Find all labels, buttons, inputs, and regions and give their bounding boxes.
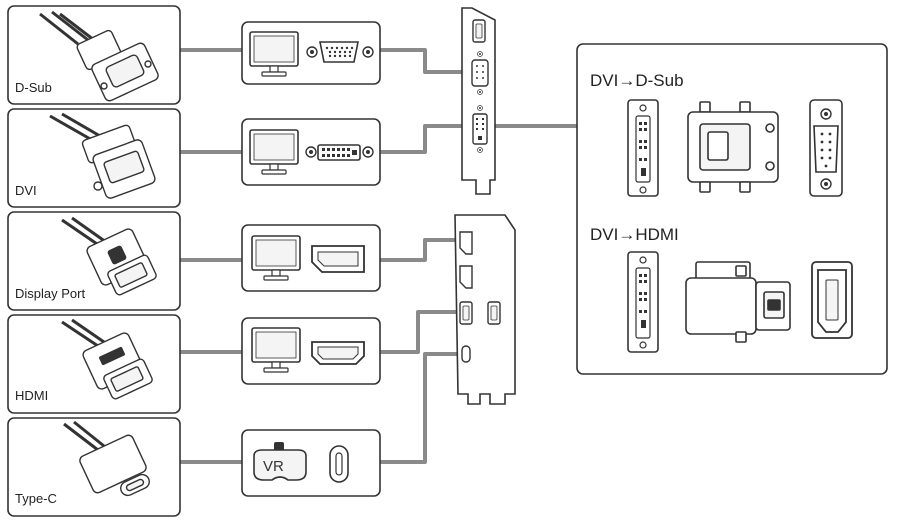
displayport-port-icon xyxy=(311,245,365,273)
graphics-card-bracket-bottom xyxy=(454,214,516,405)
dvi-connector-icon xyxy=(627,99,659,197)
dsub-plug-icon xyxy=(39,10,159,102)
line-hdmi-card xyxy=(380,310,458,354)
cable-displayport: Display Port xyxy=(7,211,181,311)
dvi-output-icon xyxy=(472,105,488,153)
hdmi-port-icon xyxy=(311,341,365,365)
cable-label: HDMI xyxy=(15,388,48,403)
hdmi-output-icon xyxy=(472,19,486,43)
cable-label: D-Sub xyxy=(15,80,52,95)
line-dvi-card xyxy=(380,124,473,154)
displayport-plug-icon xyxy=(61,216,157,296)
device-vr: VR xyxy=(241,429,381,497)
vga-connector-icon xyxy=(809,99,843,197)
cable-typec: Type-C xyxy=(7,417,181,517)
vga-output-icon xyxy=(471,51,489,95)
dvi-port-icon xyxy=(305,144,374,161)
dvi-plug-icon xyxy=(49,112,156,199)
adapter-title-hdmi: DVI→HDMI xyxy=(590,225,679,244)
line-typec-card xyxy=(380,352,458,464)
cable-dvi: DVI xyxy=(7,108,181,208)
dvi-to-hdmi-adapter-icon xyxy=(685,261,791,343)
dvi-to-dsub-adapter-icon xyxy=(687,101,779,193)
cable-label: Display Port xyxy=(15,286,85,301)
hdmi-plug-icon xyxy=(61,318,153,400)
device-dsub xyxy=(241,21,381,85)
vr-label: VR xyxy=(263,458,284,475)
cable-hdmi: HDMI xyxy=(7,314,181,414)
cable-label: DVI xyxy=(15,183,37,198)
typec-port-icon xyxy=(329,445,349,483)
cable-dsub: D-Sub xyxy=(7,5,181,105)
device-displayport xyxy=(241,224,381,292)
device-dvi xyxy=(241,118,381,186)
hdmi-output-icon xyxy=(487,301,501,325)
displayport-output-icon xyxy=(459,231,473,255)
vr-headset-icon: VR xyxy=(253,442,307,481)
line-dp-card xyxy=(380,238,458,262)
connection-lines xyxy=(180,48,577,464)
dvi-connector-icon xyxy=(627,251,659,353)
adapters-panel: DVI→D-Sub DVI→HDMI xyxy=(576,43,888,375)
cable-label: Type-C xyxy=(15,491,57,506)
device-hdmi xyxy=(241,317,381,385)
adapter-title-dsub: DVI→D-Sub xyxy=(590,71,684,90)
displayport-output-icon xyxy=(459,265,473,289)
hdmi-output-icon xyxy=(459,301,473,325)
vga-port-icon xyxy=(306,41,374,63)
graphics-card-bracket-top xyxy=(461,7,496,195)
line-dsub-card xyxy=(380,48,473,74)
typec-output-icon xyxy=(461,345,471,363)
hdmi-connector-icon xyxy=(811,261,853,339)
typec-plug-icon xyxy=(63,420,150,497)
